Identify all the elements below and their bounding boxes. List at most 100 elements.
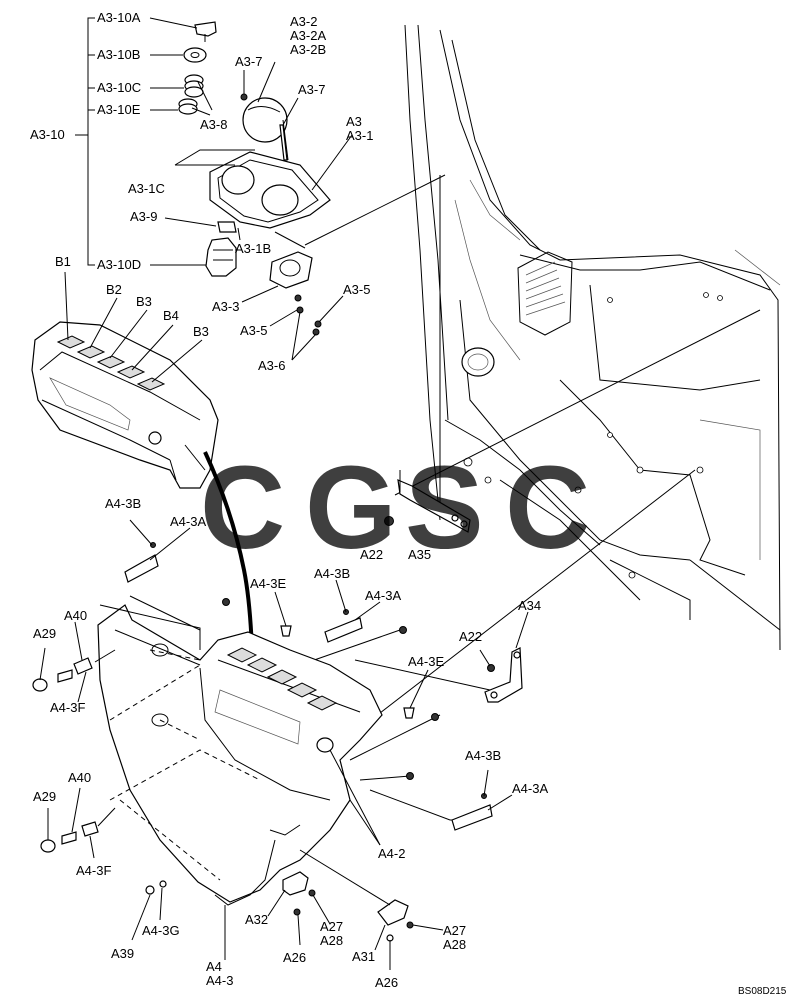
label-a3-10b: A3-10B bbox=[97, 47, 140, 62]
label-a4-3b-mid: A4-3B bbox=[314, 566, 350, 581]
label-a4-3f-bot: A4-3F bbox=[76, 863, 111, 878]
drawing-code: BS08D215 bbox=[738, 986, 787, 997]
cab-body-outline bbox=[404, 24, 781, 651]
clip-a4-3a-right bbox=[451, 769, 513, 831]
label-a4: A4 bbox=[206, 959, 222, 974]
label-a22-mid: A22 bbox=[459, 629, 482, 644]
label-a3-5-right: A3-5 bbox=[343, 282, 370, 297]
label-a40-bot: A40 bbox=[68, 770, 91, 785]
label-a4-3a-mid: A4-3A bbox=[365, 588, 401, 603]
switch-b2 bbox=[76, 345, 106, 359]
label-b1: B1 bbox=[55, 254, 71, 269]
watermark-letter-s: S bbox=[405, 442, 484, 574]
part-a3-2-knob bbox=[242, 61, 289, 161]
clip-a4-3a-mid bbox=[324, 579, 381, 643]
label-a3-1c: A3-1C bbox=[128, 181, 165, 196]
fasteners-left-bottom bbox=[40, 787, 116, 859]
bolts-misc bbox=[222, 598, 439, 780]
label-a40-top: A40 bbox=[64, 608, 87, 623]
label-a3-7-top: A3-7 bbox=[235, 54, 262, 69]
label-b3-top: B3 bbox=[136, 294, 152, 309]
watermark-letter-c1: C bbox=[200, 442, 285, 574]
bracket-a34 bbox=[479, 611, 529, 703]
part-a3-10b-washer bbox=[150, 47, 207, 63]
label-a39: A39 bbox=[111, 946, 134, 961]
label-a4-3b-top: A4-3B bbox=[105, 496, 141, 511]
label-a3-8: A3-8 bbox=[200, 117, 227, 132]
part-a3-1-boot-plate bbox=[174, 134, 353, 229]
watermark-letter-g: G bbox=[305, 442, 397, 574]
label-a32: A32 bbox=[245, 912, 268, 927]
label-a26-left: A26 bbox=[283, 950, 306, 965]
label-a4-3a-top: A4-3A bbox=[170, 514, 206, 529]
switch-b3-right bbox=[136, 377, 166, 391]
label-a35: A35 bbox=[408, 547, 431, 562]
label-a3: A3 bbox=[346, 114, 362, 129]
nut-a22-top bbox=[384, 516, 394, 526]
label-b2: B2 bbox=[106, 282, 122, 297]
part-a3-10c-spring bbox=[150, 74, 204, 98]
screws-a3-5-a3-6 bbox=[269, 294, 344, 361]
panel-switch-2 bbox=[246, 657, 278, 673]
label-a3-1: A3-1 bbox=[346, 128, 373, 143]
panel-switch-1 bbox=[226, 647, 258, 663]
part-a3-7-pin bbox=[240, 70, 299, 161]
label-a3-9: A3-9 bbox=[130, 209, 157, 224]
label-a3-6: A3-6 bbox=[258, 358, 285, 373]
hinge-a31 bbox=[299, 849, 444, 970]
label-a4-3e-top: A4-3E bbox=[250, 576, 286, 591]
watermark-letter-c2: C bbox=[505, 442, 590, 574]
air-vent-grille bbox=[517, 251, 573, 336]
label-a3-2: A3-2 bbox=[290, 14, 317, 29]
label-a26-right: A26 bbox=[375, 975, 398, 990]
label-a3-2b: A3-2B bbox=[290, 42, 326, 57]
label-a27-left: A27 bbox=[320, 919, 343, 934]
assembly-leader-lines bbox=[299, 174, 761, 821]
panel-a4-3 bbox=[97, 604, 383, 906]
label-a4-3: A4-3 bbox=[206, 973, 233, 988]
switch-b3-left bbox=[96, 355, 126, 369]
panel-switch-4 bbox=[286, 682, 318, 698]
label-a4-3b-right: A4-3B bbox=[465, 748, 501, 763]
panel-switch-3 bbox=[266, 669, 298, 685]
part-a3-10d-boot bbox=[150, 237, 237, 277]
clip-a4-3a-top bbox=[124, 519, 191, 583]
label-a31: A31 bbox=[352, 949, 375, 964]
label-a3-1b: A3-1B bbox=[235, 241, 271, 256]
part-a3-10a-key bbox=[149, 17, 217, 42]
label-a34: A34 bbox=[518, 598, 541, 613]
a3-10-bracket-line bbox=[75, 17, 95, 266]
switch-panel-housing bbox=[31, 271, 219, 489]
label-b4: B4 bbox=[163, 308, 179, 323]
label-a22-top: A22 bbox=[360, 547, 383, 562]
label-a3-10a: A3-10A bbox=[97, 10, 141, 25]
label-a4-3a-right: A4-3A bbox=[512, 781, 548, 796]
bracket-a35 bbox=[397, 470, 471, 533]
panel-switch-5 bbox=[306, 695, 338, 711]
fasteners-a39-a4-3g bbox=[131, 880, 167, 941]
hinge-a32 bbox=[267, 871, 331, 946]
label-a3-10: A3-10 bbox=[30, 127, 65, 142]
label-a4-2: A4-2 bbox=[378, 846, 405, 861]
part-a3-10e-ring bbox=[150, 98, 198, 115]
label-a3-10d: A3-10D bbox=[97, 257, 141, 272]
label-a28-left: A28 bbox=[320, 933, 343, 948]
callout-labels: A3-10A A3-10B A3-10C A3-10E A3-10 A3-10D… bbox=[30, 10, 787, 997]
clips-a4-3e bbox=[274, 591, 429, 719]
label-a29-bot: A29 bbox=[33, 789, 56, 804]
label-a28-right: A28 bbox=[443, 937, 466, 952]
body-bolt-holes bbox=[463, 292, 723, 579]
switch-b1 bbox=[56, 335, 86, 349]
label-a3-7-right: A3-7 bbox=[298, 82, 325, 97]
label-b3-right: B3 bbox=[193, 324, 209, 339]
label-a3-5-left: A3-5 bbox=[240, 323, 267, 338]
a3-8-leaders bbox=[191, 81, 213, 116]
fasteners-left-top bbox=[32, 621, 116, 703]
cgsc-watermark: C G S C bbox=[200, 442, 590, 574]
panel-dashed-guides bbox=[99, 595, 261, 881]
wire-harness bbox=[203, 451, 254, 651]
label-a3-3: A3-3 bbox=[212, 299, 239, 314]
label-a3-10c: A3-10C bbox=[97, 80, 141, 95]
label-a3-10e: A3-10E bbox=[97, 102, 141, 117]
